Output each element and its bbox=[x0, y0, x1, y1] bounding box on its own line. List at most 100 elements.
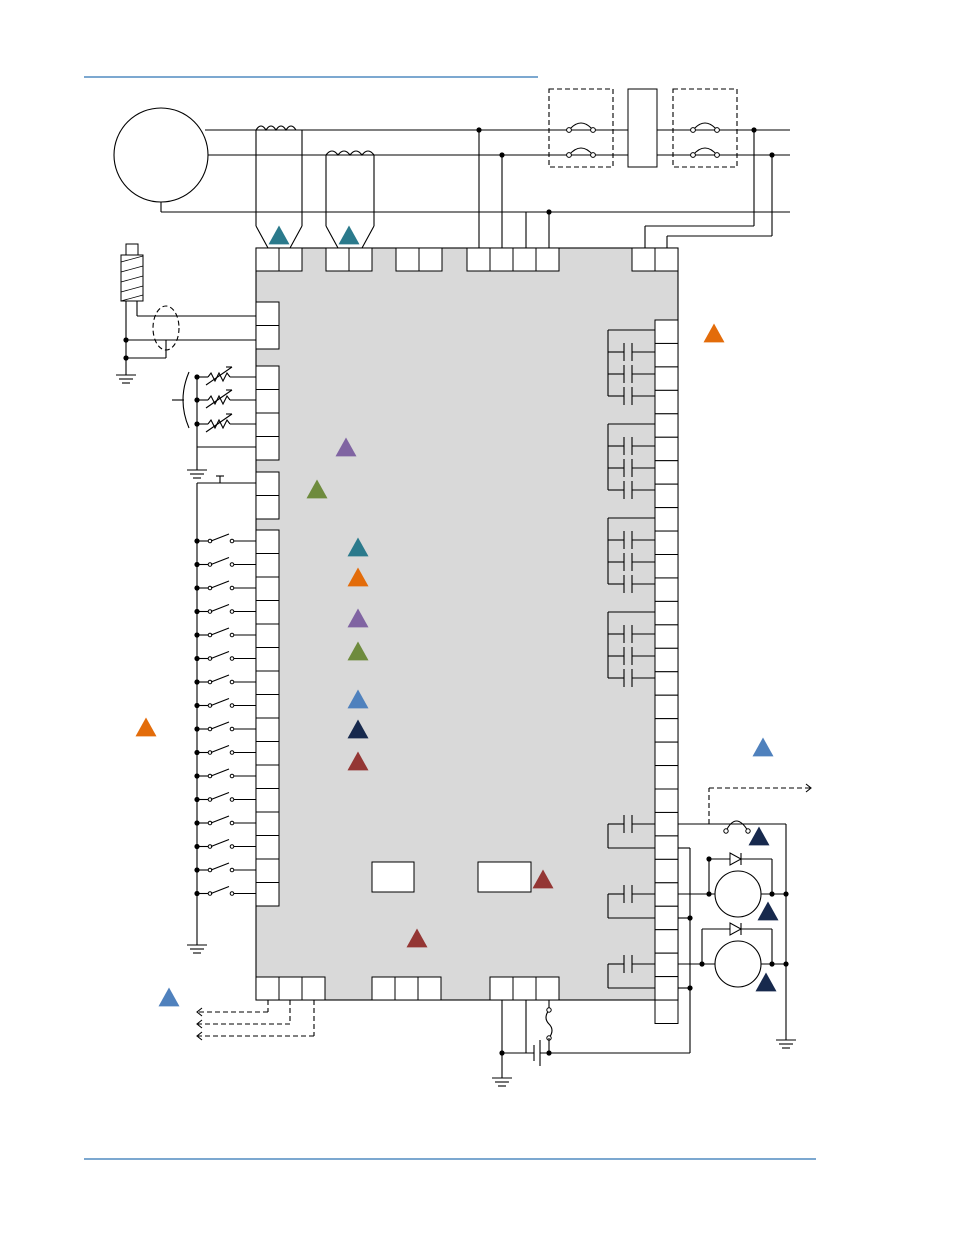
voltage-sense-wiring bbox=[476, 127, 775, 248]
output-wiring bbox=[678, 783, 812, 1053]
terminal bbox=[654, 952, 679, 978]
terminal bbox=[654, 718, 679, 743]
terminal bbox=[654, 319, 679, 344]
terminal bbox=[654, 600, 679, 626]
terminal bbox=[255, 858, 280, 883]
warning-triangle-icon bbox=[347, 641, 369, 661]
controller-module bbox=[255, 247, 679, 1001]
warning-triangle-icon bbox=[306, 479, 328, 499]
warning-triangle-icon bbox=[406, 928, 428, 948]
terminal bbox=[654, 460, 679, 485]
fuel-solenoid-icon bbox=[714, 870, 762, 918]
terminal bbox=[255, 976, 280, 1001]
terminal bbox=[654, 389, 679, 415]
terminal bbox=[278, 247, 303, 272]
terminal bbox=[255, 882, 280, 907]
terminal bbox=[654, 507, 679, 532]
terminal bbox=[255, 529, 280, 554]
warning-markers bbox=[135, 225, 779, 1007]
breaker-left bbox=[548, 88, 614, 168]
terminal bbox=[654, 530, 679, 555]
terminal bbox=[255, 647, 280, 672]
terminal bbox=[255, 811, 280, 836]
terminal bbox=[466, 247, 491, 272]
terminal bbox=[654, 929, 679, 954]
ground-icon bbox=[116, 358, 136, 384]
terminal bbox=[535, 247, 560, 272]
terminal bbox=[654, 624, 679, 649]
terminal bbox=[631, 247, 656, 272]
current-transformer-a bbox=[255, 125, 303, 249]
terminal bbox=[535, 976, 560, 1001]
terminal bbox=[417, 976, 442, 1001]
warning-triangle-icon bbox=[347, 537, 369, 557]
warning-triangle-icon bbox=[703, 323, 725, 343]
warning-triangle-icon bbox=[757, 901, 779, 921]
warning-triangle-icon bbox=[338, 225, 360, 245]
terminal bbox=[255, 247, 280, 272]
warning-triangle-icon bbox=[335, 437, 357, 457]
terminal bbox=[255, 788, 280, 813]
terminal bbox=[394, 976, 419, 1001]
warning-triangle-icon bbox=[158, 987, 180, 1007]
temperature-sensors bbox=[172, 371, 198, 470]
warning-triangle-icon bbox=[268, 225, 290, 245]
thermistor-symbols bbox=[194, 366, 256, 448]
terminal bbox=[654, 976, 679, 1001]
ground-icon bbox=[492, 1077, 512, 1087]
terminal bbox=[654, 694, 679, 720]
terminal bbox=[255, 717, 280, 742]
terminal bbox=[654, 436, 679, 462]
terminal bbox=[654, 858, 679, 884]
current-transformer-b bbox=[325, 150, 375, 249]
ground-icon bbox=[187, 944, 207, 954]
warning-triangle-icon bbox=[752, 737, 774, 757]
warning-triangle-icon bbox=[347, 567, 369, 587]
thermistor-icon bbox=[207, 371, 231, 383]
terminal bbox=[654, 342, 679, 368]
terminal bbox=[255, 694, 280, 719]
warning-triangle-icon bbox=[347, 689, 369, 709]
terminal bbox=[255, 412, 280, 437]
warning-triangle-icon bbox=[755, 972, 777, 992]
terminal bbox=[654, 835, 679, 860]
terminal bbox=[255, 471, 280, 496]
terminal bbox=[371, 976, 396, 1001]
warning-triangle-icon bbox=[347, 751, 369, 771]
input-common-wiring bbox=[196, 475, 256, 945]
terminal bbox=[255, 436, 280, 461]
terminal bbox=[255, 764, 280, 789]
terminal bbox=[255, 301, 280, 326]
terminal bbox=[654, 554, 679, 579]
terminal bbox=[654, 882, 679, 907]
terminal bbox=[489, 976, 514, 1001]
warning-triangle-icon bbox=[347, 608, 369, 628]
terminal bbox=[654, 741, 679, 767]
warning-triangle-icon bbox=[347, 719, 369, 739]
terminal bbox=[654, 765, 679, 790]
terminal bbox=[654, 577, 679, 602]
terminal bbox=[255, 495, 280, 520]
terminal bbox=[418, 247, 443, 272]
speed-sensor bbox=[120, 243, 256, 361]
relay-contacts bbox=[607, 329, 655, 989]
terminal bbox=[654, 811, 679, 837]
digital-input-switches bbox=[194, 533, 256, 897]
terminal bbox=[654, 413, 679, 438]
terminal bbox=[512, 976, 537, 1001]
terminal bbox=[255, 325, 280, 350]
starter-motor-icon bbox=[714, 940, 762, 988]
terminal bbox=[654, 483, 679, 509]
warning-triangle-icon bbox=[135, 717, 157, 737]
terminal bbox=[348, 247, 373, 272]
terminal-blocks bbox=[255, 247, 679, 1024]
terminal bbox=[654, 247, 679, 272]
warning-triangle-icon bbox=[748, 826, 770, 846]
terminal bbox=[255, 553, 280, 578]
terminal bbox=[512, 247, 537, 272]
terminal bbox=[255, 600, 280, 625]
terminal bbox=[325, 247, 350, 272]
terminal bbox=[255, 389, 280, 414]
terminal bbox=[255, 576, 280, 601]
